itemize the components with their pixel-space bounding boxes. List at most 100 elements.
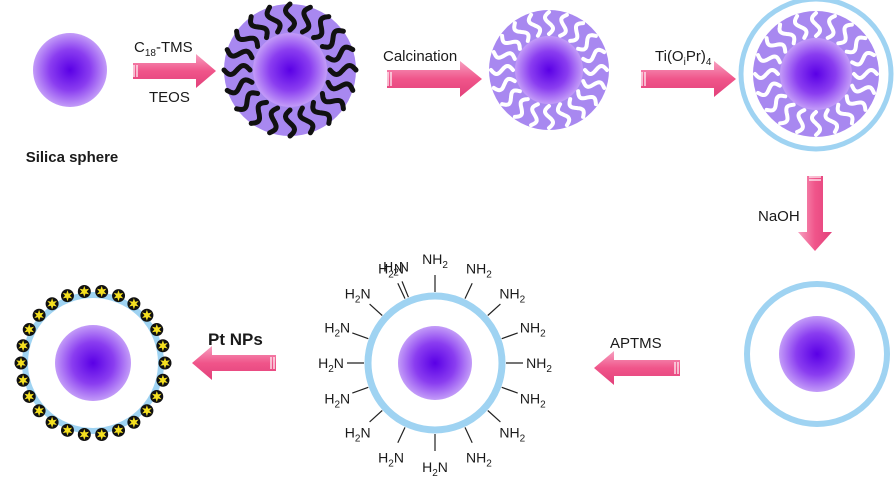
amine-bond (369, 303, 383, 316)
amine-group-label: NH2 (466, 261, 492, 281)
amine-group-label: NH2 (499, 425, 525, 445)
amine-bond (352, 332, 369, 340)
amine-group-label: H2N (383, 259, 409, 279)
yolk-shell-sphere (744, 281, 890, 427)
mesopore-channel (777, 22, 797, 46)
aptms-label: APTMS (610, 335, 662, 352)
amine-bond (369, 410, 383, 423)
surfactant-strand (282, 1, 298, 33)
amine-group-label: H2N (345, 285, 371, 305)
silica-sphere-label: Silica sphere (26, 149, 119, 166)
mesopore-channel (567, 97, 586, 119)
mesopore-channel (850, 83, 876, 95)
mesopore-channel (852, 67, 879, 81)
pt-particle (79, 429, 90, 440)
surfactant-strand (221, 62, 253, 78)
surfactant-strand (224, 77, 255, 96)
surfactant-strand (224, 47, 255, 61)
surfactant-strand (327, 62, 359, 78)
pt-particle (96, 286, 107, 297)
mesopore-channel (778, 102, 796, 126)
mesopore-channel (489, 63, 515, 77)
amine-group-label: NH2 (520, 391, 546, 411)
mesopore-channel (512, 97, 530, 119)
amine-bond (487, 303, 501, 316)
mesopore-channel (512, 21, 531, 43)
teos-label: TEOS (149, 89, 190, 106)
mesopore-channel (809, 110, 823, 137)
arrow-aptms (594, 351, 680, 385)
mesopore-channel (756, 81, 782, 97)
ti-precursor-label: Ti(OiPr)4 (655, 48, 712, 68)
mesopore-channel (581, 47, 607, 64)
mesopore-channel (583, 63, 609, 77)
surfactant-strand (319, 91, 346, 112)
mesopore-channel (491, 76, 517, 93)
surfactant-strand (267, 105, 281, 136)
amine-group-label: H2N (378, 449, 404, 469)
pt-particle (62, 290, 73, 302)
amine-group-label: H2N (378, 261, 404, 281)
pt-particle (160, 357, 170, 369)
pt-particle (142, 405, 152, 417)
mesopore-channel (576, 33, 598, 52)
mesopore-channel (568, 21, 586, 43)
arrow-calcination (387, 61, 482, 97)
surfactant-strand (234, 90, 261, 113)
pt-particle (152, 324, 162, 335)
mesopore-channel (529, 102, 540, 128)
surfactant-strand (264, 4, 283, 35)
pt-particle (47, 416, 57, 428)
silica-sphere-1 (33, 33, 107, 107)
amine-group-label: NH2 (526, 355, 552, 375)
amine-group-label: NH2 (499, 285, 525, 305)
amine-bond (501, 332, 518, 340)
amine-bond (501, 386, 518, 394)
surfactant-strand (325, 79, 356, 93)
amine-group-label: NH2 (422, 251, 448, 271)
amine-bonds (347, 275, 523, 451)
pt-particle (96, 429, 107, 440)
pt-particle (34, 309, 44, 321)
mesopore-channel (500, 88, 522, 107)
pt-particle (142, 309, 152, 321)
surfactant-strand (282, 107, 298, 139)
mesopore-channel (836, 22, 854, 46)
pt-particle (79, 286, 90, 297)
pt-particle (152, 391, 162, 402)
arrow-naoh (798, 176, 832, 251)
amine-group-label: H2N (324, 319, 350, 339)
mesopore-channel (753, 67, 780, 81)
naoh-label: NaOH (758, 208, 800, 225)
amine-bond (397, 427, 406, 444)
surfactant-strand (234, 28, 261, 49)
amine-group-label: H2N (345, 425, 371, 445)
surfactant-strand (319, 27, 346, 50)
mesopore-channel (542, 104, 556, 130)
surfactant-strand (247, 14, 270, 41)
mesopore-channel (825, 14, 837, 40)
mesopore-channel (526, 12, 543, 38)
arrow-pt (192, 346, 276, 380)
pt-particle (62, 424, 73, 436)
arrow-ti (641, 61, 736, 97)
pt-particle (24, 324, 34, 335)
mesopore-channel (793, 14, 809, 40)
surfactant-strand (248, 99, 269, 126)
amine-group-label: H2N (324, 391, 350, 411)
mesopore-channel (491, 50, 517, 61)
pt-nps-label: Pt NPs (208, 330, 263, 349)
amine-bond (487, 410, 501, 423)
amine-group-label: NH2 (520, 319, 546, 339)
mesopore-channel (844, 35, 868, 55)
surfactant-strand (325, 44, 356, 63)
pt-nanoparticles (14, 285, 172, 441)
mesopore-channel (764, 36, 788, 54)
calcination-label: Calcination (383, 48, 457, 65)
mesopore-channel (756, 53, 782, 65)
amine-bond (464, 282, 473, 299)
mesopore-channel (576, 89, 598, 107)
pt-particle (129, 298, 139, 310)
